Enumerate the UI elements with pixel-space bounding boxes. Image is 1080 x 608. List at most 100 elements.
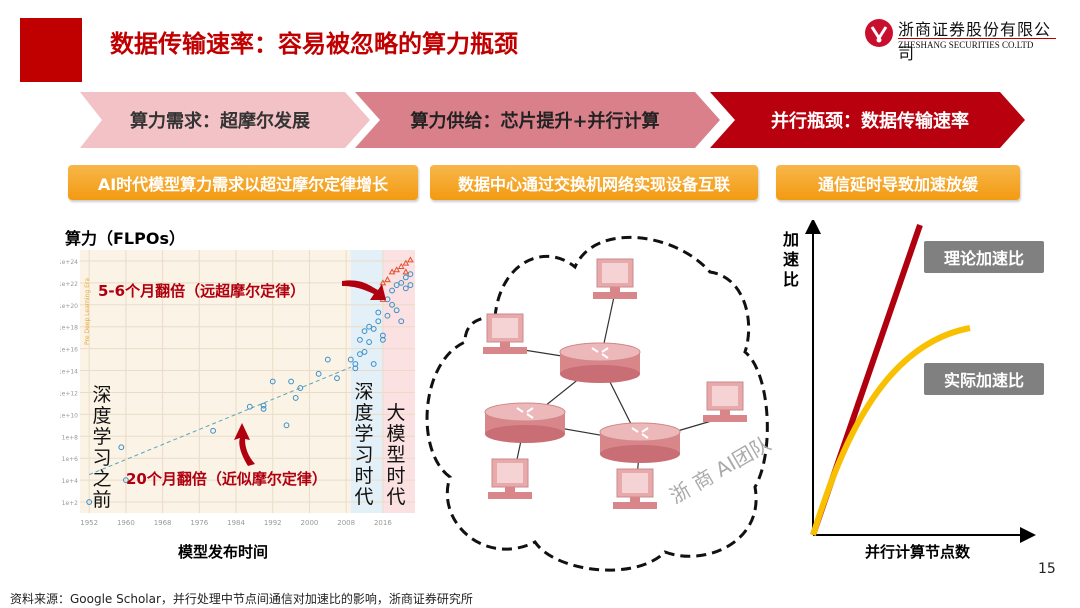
x-tick-label: 1976 [190,519,208,527]
trend-line [88,366,351,476]
era-band [382,250,415,513]
switch-server-icon [484,402,566,443]
data-point [398,318,405,325]
y-tick-label: 1e+12 [60,390,78,397]
data-point [375,318,382,325]
switch-server-icon [559,342,641,383]
annotation-moore: 20个月翻倍（近似摩尔定律） [126,470,327,488]
x-axis-label: 并行计算节点数 [865,543,971,561]
computer-icon [483,313,527,354]
y-tick-label: 1e+2 [62,500,79,507]
data-point [361,349,368,355]
data-point [375,309,382,316]
computer-icon [593,258,637,299]
x-tick-label: 1968 [154,519,172,527]
data-point [260,405,267,412]
y-tick-label: 1e+6 [62,456,79,463]
data-point [292,395,299,401]
data-point-triangle [402,268,410,275]
cloud-outline [425,235,769,572]
x-tick-label: 2000 [301,519,319,527]
x-tick-label: 2008 [337,519,355,527]
highlight-3: 通信延时导致加速放缓 [776,165,1020,200]
data-point [357,351,363,358]
era-label-pre-dl: 深度学习之前 [92,384,112,511]
y-tick-label: 1e+16 [60,347,78,354]
y-tick-label: 1e+4 [62,478,79,485]
logo-en: ZHESHANG SECURITIES CO.LTD [898,38,1056,50]
y-tick-label: 1e+8 [62,434,79,441]
y-tick-label: 1e+10 [60,412,78,419]
source-footer: 资料来源：Google Scholar，并行处理中节点间通信对加速比的影响，浙商… [10,592,473,606]
data-point [366,339,373,345]
data-point [402,274,409,281]
data-point [357,336,363,343]
y-tick-label: 1e+24 [60,259,78,266]
network-links [504,291,726,503]
data-point-triangle [379,279,387,286]
page-number: 15 [1038,561,1056,577]
data-point [402,285,409,292]
data-point [315,370,322,377]
data-point-triangle [402,259,410,266]
x-tick-label: 1960 [117,519,135,527]
data-point [393,307,400,314]
y-tick-label: 1e+18 [60,325,78,332]
data-point [352,361,359,367]
data-point [398,279,405,286]
era-label-llm: 大模型时代 [386,402,406,508]
data-point [297,385,304,391]
data-point [334,375,340,382]
data-point [384,312,391,319]
data-point [370,361,377,367]
step-2: 算力供给：芯片提升+并行计算 [410,111,660,132]
data-point [389,301,395,308]
data-point-triangle [388,268,396,275]
switch-server-icon [599,422,681,463]
page-title: 数据传输速率：容易被忽略的算力瓶颈 [110,30,518,58]
legend-theoretical: 理论加速比 [924,241,1044,273]
series-actual-line [810,325,971,536]
data-point [122,477,129,484]
highlight-1: AI时代模型算力需求以超过摩尔定律增长 [68,165,418,200]
computer-icon [613,468,657,509]
highlight-2: 数据中心通过交换机网络实现设备互联 [430,165,758,200]
y-tick-label: 1e+20 [60,303,78,310]
data-point [210,427,216,434]
watermark: 浙 商 AI团队 [666,431,775,508]
computer-icon [703,381,747,422]
era-vertical-label: Pre Deep Learning Era [84,278,91,345]
data-point [86,499,93,505]
data-point-triangle [407,256,414,263]
x-tick-label: 1984 [227,519,245,527]
chevron-2 [355,92,720,148]
arrow-fast-icon [342,280,386,300]
data-point [361,328,368,334]
data-point [283,422,290,429]
data-point [347,356,354,363]
data-point [393,282,400,288]
data-point-triangle [393,266,400,273]
step-3: 并行瓶颈：数据传输速率 [771,111,969,132]
chart-title: 算力（FLPOs） [65,229,185,248]
speedup-chart [805,220,1036,543]
era-label-dl: 深度学习时代 [354,381,374,508]
step-chevrons [80,92,1025,148]
x-tick-label: 1992 [264,519,282,527]
data-point [269,378,276,385]
data-point [118,444,125,451]
chart-xlabel: 模型发布时间 [178,543,269,561]
chevron-3 [710,92,1025,148]
data-point [370,326,377,332]
legend-actual: 实际加速比 [924,363,1044,395]
network-cloud-diagram: 浙 商 AI团队 [425,235,775,572]
company-logo: 浙商证券股份有限公司 ZHESHANG SECURITIES CO.LTD [864,16,1059,63]
chevron-1 [80,92,370,148]
data-point [260,402,267,409]
y-axis-label: 加速比 [783,230,800,289]
x-tick-label: 1952 [80,519,98,527]
data-point [246,403,253,410]
corner-block [20,18,82,82]
computer-icon [488,458,532,499]
y-tick-label: 1e+22 [60,281,78,288]
